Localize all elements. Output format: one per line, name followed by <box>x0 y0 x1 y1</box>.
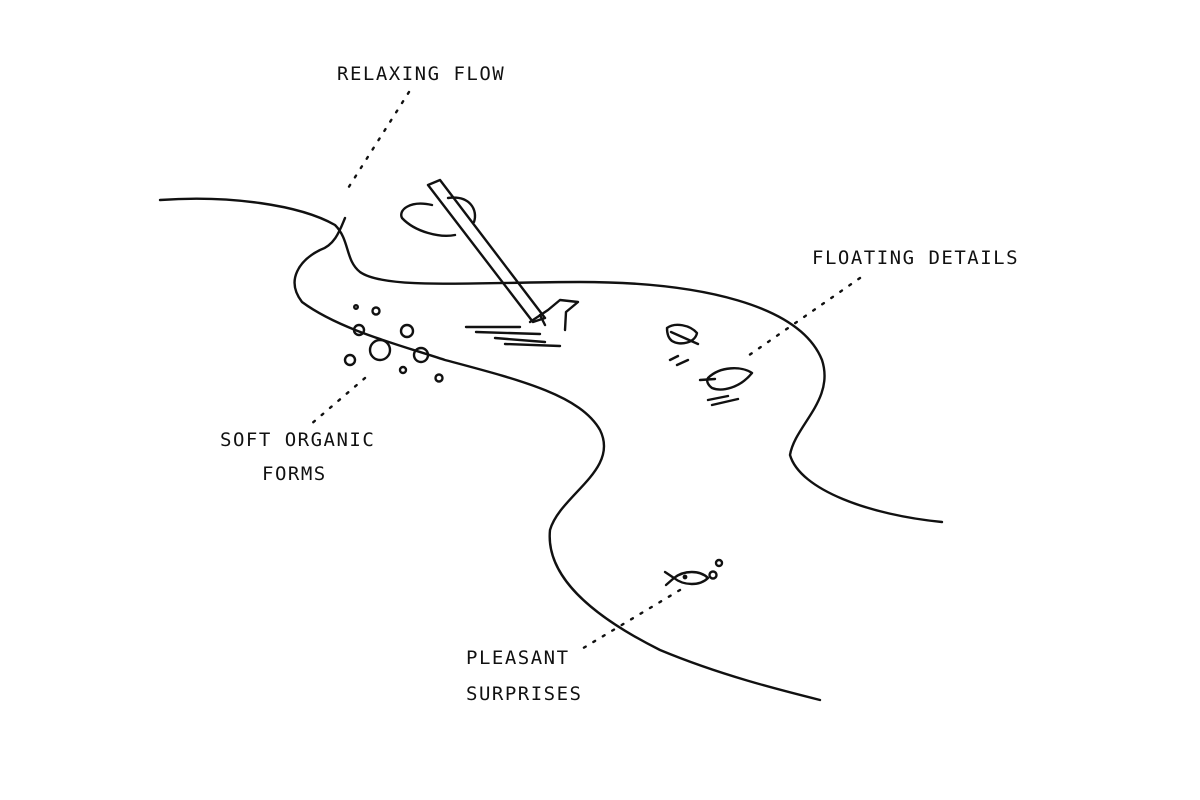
leaf-icon-large <box>698 367 754 407</box>
label-pleasant-surprises-line2: SURPRISES <box>466 683 582 705</box>
leader-pleasant-surprises <box>578 588 682 652</box>
label-pleasant-surprises-line1: PLEASANT <box>466 647 570 669</box>
leader-soft-organic-forms <box>308 376 367 427</box>
river-lower-bank <box>293 216 822 702</box>
canoe-paddle-icon <box>400 178 580 348</box>
river-upper-bank <box>158 197 944 524</box>
leader-relaxing-flow <box>343 90 411 195</box>
leaf-icon <box>665 323 700 367</box>
fish-icon <box>663 558 724 587</box>
label-relaxing-flow: RELAXING FLOW <box>337 63 505 85</box>
label-soft-organic-forms-line1: SOFT ORGANIC <box>220 429 375 451</box>
label-floating-details: FLOATING DETAILS <box>812 247 1019 269</box>
bubble-icon <box>343 304 444 383</box>
leader-floating-details <box>743 276 862 360</box>
label-soft-organic-forms-line2: FORMS <box>262 463 327 485</box>
